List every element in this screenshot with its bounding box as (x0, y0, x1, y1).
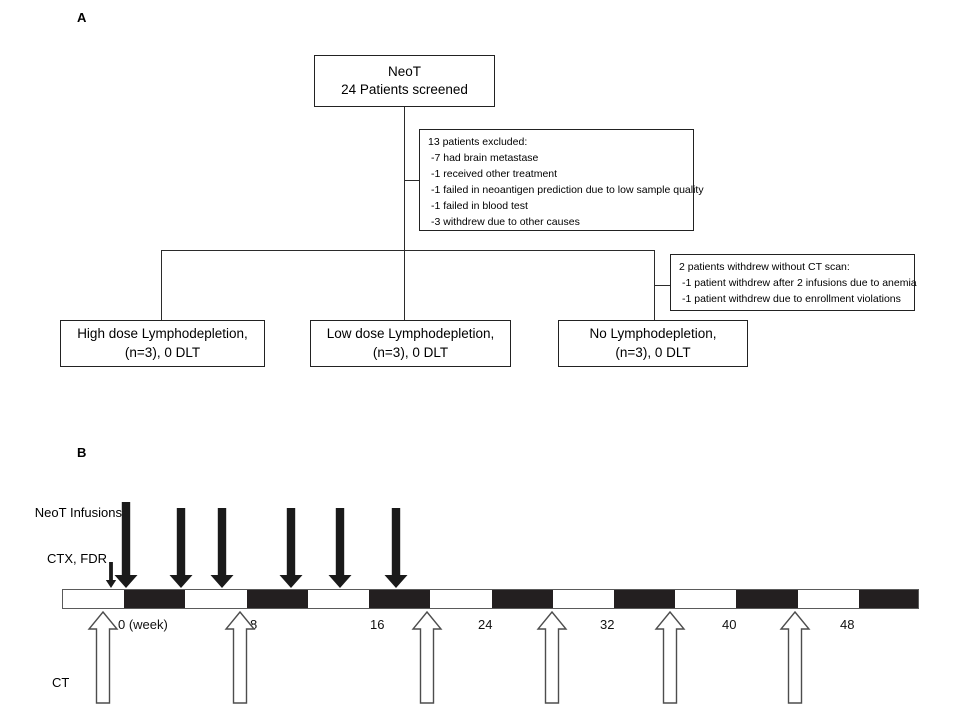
box-screened: NeoT 24 Patients screened (314, 55, 495, 107)
timeline-segment (307, 590, 370, 608)
timeline-tick-label: 48 (840, 617, 855, 632)
timeline-tick-label: 24 (478, 617, 493, 632)
conditioning-arrow-icon (105, 562, 117, 588)
arm-2-line-1: Low dose Lymphodepletion, (326, 326, 495, 342)
box-withdrew: 2 patients withdrew without CT scan: -1 … (670, 254, 917, 311)
timeline-tick-label: 40 (722, 617, 737, 632)
panel-label-b: B (77, 445, 87, 460)
ct-scan-arrow-icon (779, 610, 811, 704)
timeline-segment (797, 590, 859, 608)
timeline-segment (246, 590, 308, 608)
timeline-segment (858, 590, 918, 608)
ct-scan-arrow-icon (87, 610, 119, 704)
arm-1-line-2: (n=3), 0 DLT (124, 344, 201, 360)
timeline-segment (185, 590, 247, 608)
withdrew-heading: 2 patients withdrew without CT scan: (679, 261, 850, 273)
connector-arm-2-drop (404, 250, 406, 320)
connector-screened-stem (404, 107, 406, 251)
connector-withdrew-stub (654, 285, 671, 287)
withdrew-item-1: -1 patient withdrew after 2 infusions du… (682, 276, 917, 289)
timeline-tick-label: 16 (370, 617, 385, 632)
panel-label-a: A (77, 10, 87, 25)
timeline-segment (736, 590, 798, 608)
arm-3-line-1: No Lymphodepletion, (589, 326, 717, 342)
infusion-arrow-icon (384, 508, 408, 588)
timeline-segment (63, 590, 125, 608)
timeline-segment (430, 590, 492, 608)
withdrew-item-2: -1 patient withdrew due to enrollment vi… (682, 292, 901, 305)
infusion-arrow-icon (169, 508, 193, 588)
excluded-item-1: -7 had brain metastase (431, 151, 539, 164)
excluded-item-3: -1 failed in neoantigen prediction due t… (431, 183, 704, 196)
ct-scan-arrow-icon (536, 610, 568, 704)
timeline-segment (369, 590, 431, 608)
connector-arm-1-drop (161, 250, 163, 320)
timeline-segment (491, 590, 553, 608)
connector-excluded-stub (404, 180, 420, 182)
timeline-segment (675, 590, 737, 608)
timeline-segment (124, 590, 186, 608)
connector-split-bar (161, 250, 655, 252)
excluded-item-4: -1 failed in blood test (431, 199, 528, 212)
screened-line-2: 24 Patients screened (341, 82, 468, 97)
box-excluded: 13 patients excluded: -7 had brain metas… (419, 129, 704, 231)
caption-ctx-fdr: CTX, FDR (47, 551, 107, 566)
timeline-bar (62, 589, 919, 609)
ct-scan-arrow-icon (411, 610, 443, 704)
arm-1-line-1: High dose Lymphodepletion, (77, 326, 248, 342)
timeline-segment (552, 590, 614, 608)
timeline-tick-label: 32 (600, 617, 615, 632)
box-arm-no-depletion: No Lymphodepletion, (n=3), 0 DLT (558, 320, 748, 367)
infusion-arrow-icon (328, 508, 352, 588)
infusion-arrow-icon (114, 502, 138, 588)
infusion-arrow-icon (210, 508, 234, 588)
ct-scan-arrow-icon (224, 610, 256, 704)
caption-neot-infusions: NeoT Infusions (34, 505, 122, 520)
screened-line-1: NeoT (387, 63, 421, 79)
box-arm-high-dose: High dose Lymphodepletion, (n=3), 0 DLT (60, 320, 265, 367)
excluded-item-2: -1 received other treatment (431, 167, 558, 180)
arm-2-line-2: (n=3), 0 DLT (372, 344, 449, 360)
box-arm-low-dose: Low dose Lymphodepletion, (n=3), 0 DLT (310, 320, 511, 367)
timeline-tick-label: 8 (250, 617, 258, 632)
caption-ct: CT (52, 675, 70, 690)
excluded-heading: 13 patients excluded: (428, 136, 528, 148)
arm-3-line-2: (n=3), 0 DLT (615, 344, 691, 360)
excluded-item-5: -3 withdrew due to other causes (431, 215, 580, 228)
timeline-segment (613, 590, 676, 608)
infusion-arrow-icon (279, 508, 303, 588)
timeline-tick-label: 0 (week) (118, 617, 168, 632)
ct-scan-arrow-icon (654, 610, 686, 704)
